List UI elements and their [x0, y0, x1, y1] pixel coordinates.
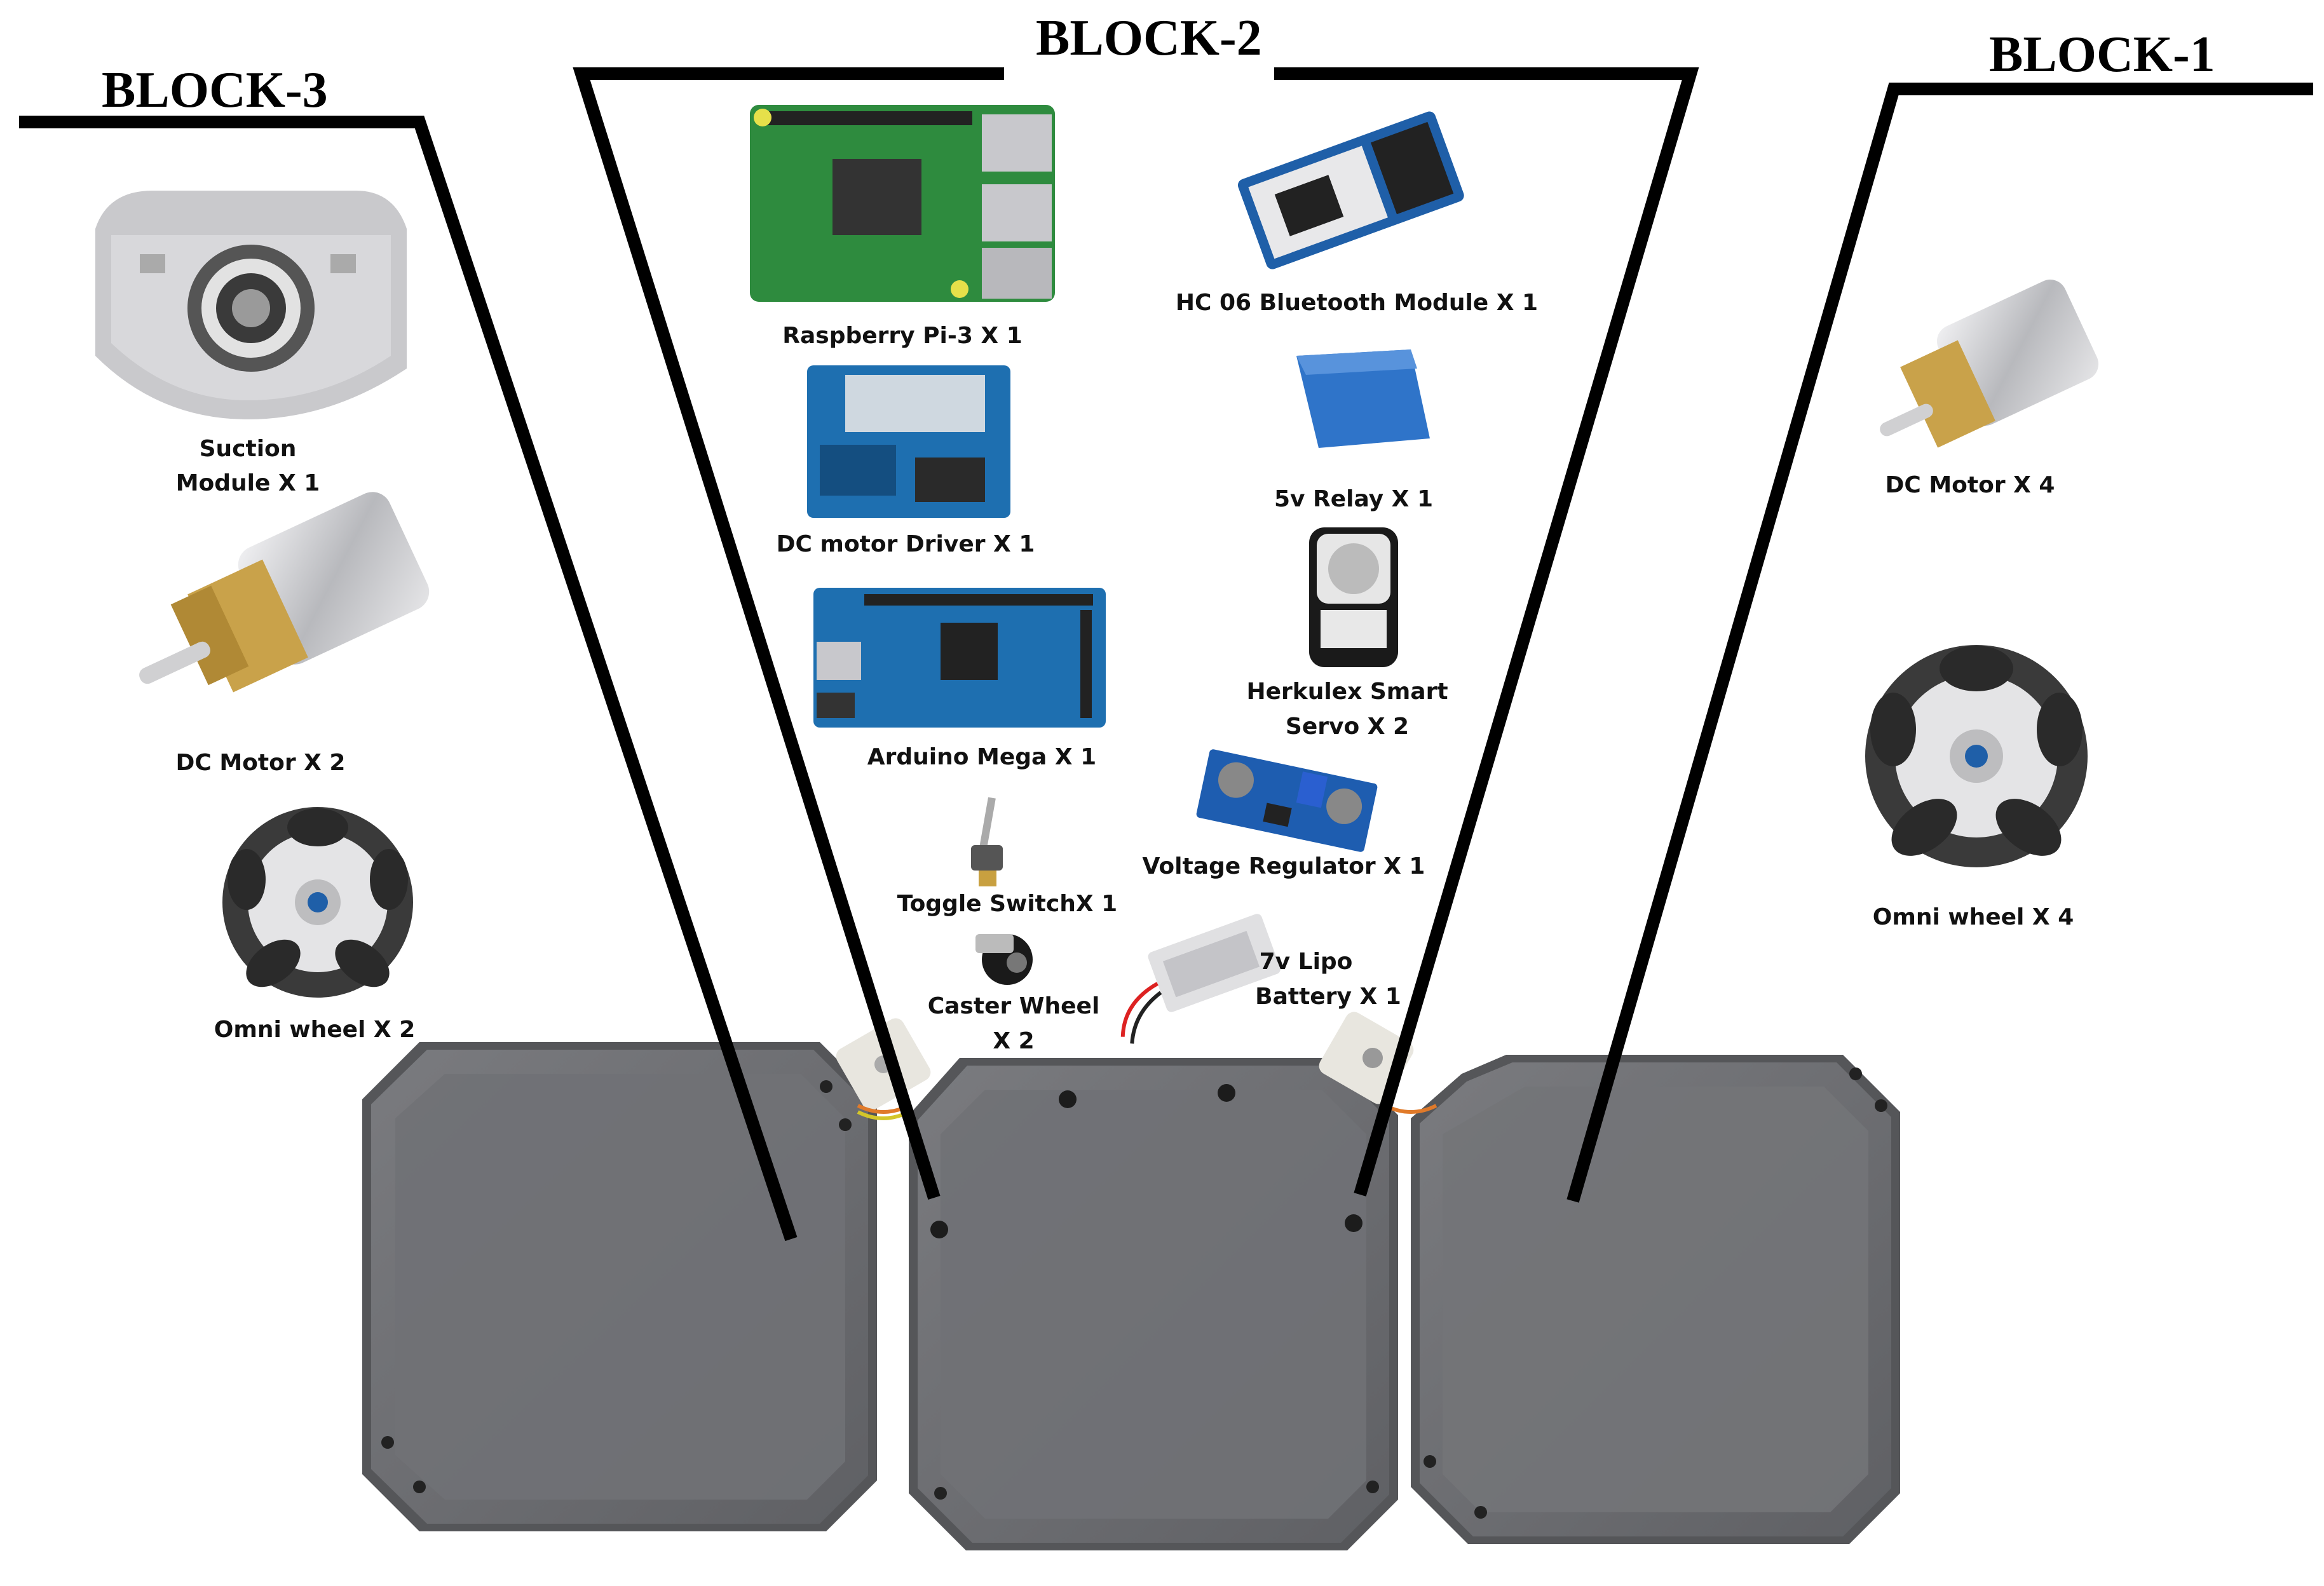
block-2-bracket — [573, 67, 1699, 1200]
module-block-1-body — [1411, 1055, 1900, 1544]
dc-motor-icon — [139, 492, 430, 693]
raspberry-pi-board-icon — [750, 105, 1055, 302]
dc-motor-driver-label: DC motor Driver X 1 — [777, 531, 1035, 557]
bluetooth-module-icon — [1237, 111, 1464, 269]
toggle-switch-icon — [971, 797, 1003, 886]
relay-label: 5v Relay X 1 — [1274, 486, 1433, 512]
omni-wheel-b1-label: Omni wheel X 4 — [1873, 904, 2074, 930]
motor-driver-board-icon — [807, 365, 1010, 518]
suction-module-label-2: Module X 1 — [176, 470, 320, 496]
arduino-mega-board-icon — [813, 588, 1106, 728]
block-1-bracket — [1566, 83, 2313, 1203]
suction-module-icon — [95, 191, 407, 419]
dc-motor-b1-label: DC Motor X 4 — [1886, 472, 2055, 498]
toggle-switch-label: Toggle SwitchX 1 — [897, 891, 1117, 917]
voltage-regulator-icon — [1196, 749, 1378, 852]
block-3-title: BLOCK-3 — [102, 62, 328, 118]
raspberry-pi-label: Raspberry Pi-3 X 1 — [782, 323, 1023, 349]
caster-wheel-icon — [975, 934, 1033, 985]
suction-module-label-1: Suction — [200, 436, 297, 462]
omni-wheel-icon — [222, 807, 413, 998]
caster-wheel-label-1: Caster Wheel — [928, 993, 1100, 1019]
lipo-battery-icon — [1120, 914, 1281, 1044]
lipo-battery-label-1: 7v Lipo — [1260, 949, 1353, 975]
servo-label-2: Servo X 2 — [1286, 714, 1409, 740]
servo-label-1: Herkulex Smart — [1246, 679, 1448, 705]
block-2-title: BLOCK-2 — [1036, 10, 1262, 66]
module-block-3-body — [362, 1042, 877, 1531]
dc-motor-b3-label: DC Motor X 2 — [176, 750, 346, 776]
block-1-title: BLOCK-1 — [1989, 27, 2215, 83]
omni-wheel-b3-label: Omni wheel X 2 — [214, 1017, 416, 1043]
smart-servo-icon — [1309, 527, 1398, 667]
caster-wheel-label-2: X 2 — [993, 1028, 1034, 1054]
dc-motor-icon — [1880, 280, 2099, 448]
lipo-battery-label-2: Battery X 1 — [1255, 984, 1401, 1010]
module-block-2-body — [909, 1058, 1398, 1550]
bluetooth-module-label: HC 06 Bluetooth Module X 1 — [1176, 290, 1538, 316]
block-3-bracket — [19, 116, 798, 1242]
omni-wheel-icon — [1865, 645, 2088, 867]
voltage-regulator-label: Voltage Regulator X 1 — [1143, 853, 1425, 879]
relay-icon — [1296, 349, 1430, 448]
arduino-mega-label: Arduino Mega X 1 — [867, 744, 1096, 770]
